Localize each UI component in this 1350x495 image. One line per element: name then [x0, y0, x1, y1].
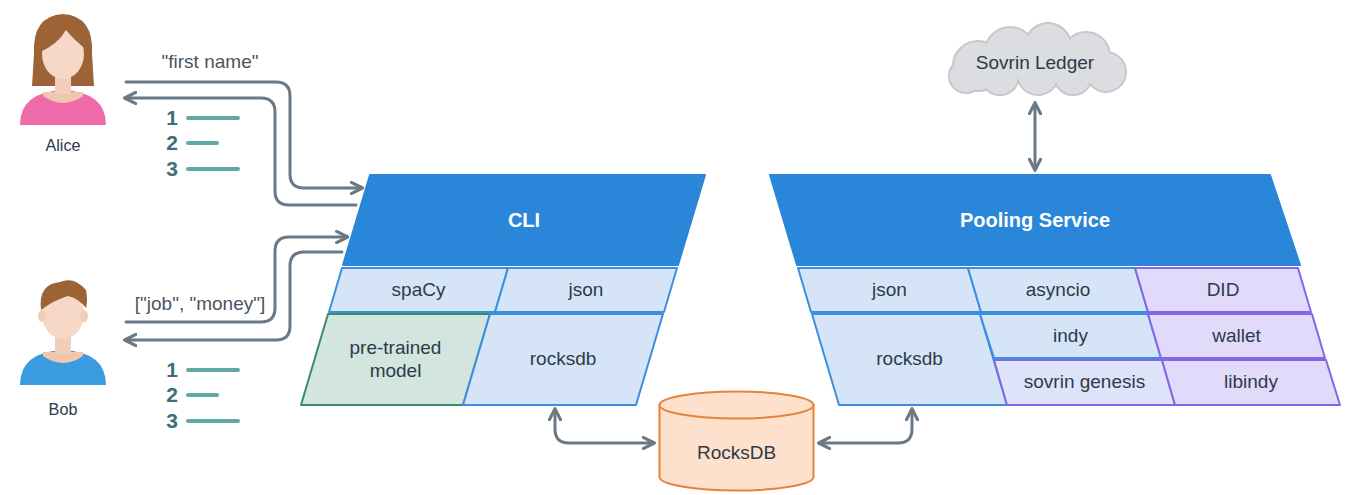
callout-number: 2 [166, 383, 178, 407]
flow-arrow [126, 252, 342, 340]
cylinder-outline [658, 390, 815, 492]
module-box: libindy [1162, 360, 1340, 405]
node-label: RocksDB [697, 442, 776, 465]
node-label: Bob [8, 400, 118, 419]
node-label: wallet [1212, 325, 1261, 348]
component-header: Pooling Service [770, 175, 1300, 265]
node-label: spaCy [392, 279, 446, 302]
callout-number: 3 [166, 409, 178, 433]
module-box: json [798, 268, 981, 312]
node-label: Alice [8, 136, 118, 155]
node-label: Sovrin Ledger [976, 52, 1094, 75]
flow-arrow [555, 410, 653, 443]
node-label: json [872, 279, 907, 302]
node-label: rocksdb [530, 348, 597, 371]
callout-number: 2 [166, 131, 178, 155]
node-label: asyncio [1026, 279, 1090, 302]
database-cylinder: RocksDB [658, 390, 815, 492]
flow-arrow [126, 237, 346, 322]
edge-label: ["job", "money"] [132, 293, 268, 315]
node-label: sovrin genesis [1024, 371, 1145, 394]
callout-number: 3 [166, 157, 178, 181]
node-label: json [569, 279, 604, 302]
module-box: indy [980, 314, 1161, 358]
flow-arrow [820, 410, 912, 443]
node-label: rocksdb [876, 348, 943, 371]
node-label: indy [1053, 325, 1088, 348]
module-box: asyncio [968, 268, 1148, 312]
node-label: CLI [508, 208, 540, 232]
node-label: DID [1207, 279, 1240, 302]
module-box: json [495, 268, 677, 312]
node-label: pre-trained model [340, 337, 452, 383]
node-label: Pooling Service [960, 208, 1110, 232]
module-box: rocksdb [463, 314, 663, 405]
module-box: DID [1135, 268, 1311, 312]
module-box: sovrin genesis [994, 360, 1175, 405]
callout-number: 1 [166, 358, 178, 382]
module-box: wallet [1148, 314, 1325, 358]
flow-arrow [1034, 104, 1037, 169]
component-header: CLI [343, 175, 705, 265]
module-box: spaCy [329, 268, 508, 312]
user-figure: Bob [8, 266, 118, 426]
flow-arrow [126, 98, 356, 205]
node-label: libindy [1224, 371, 1278, 394]
callout-number: 1 [166, 106, 178, 130]
edge-label: "first name" [159, 51, 262, 73]
module-box: pre-trained model [301, 314, 490, 405]
ledger-cloud: Sovrin Ledger [938, 22, 1132, 96]
user-figure: Alice [8, 6, 118, 166]
module-box: rocksdb [812, 314, 1007, 405]
